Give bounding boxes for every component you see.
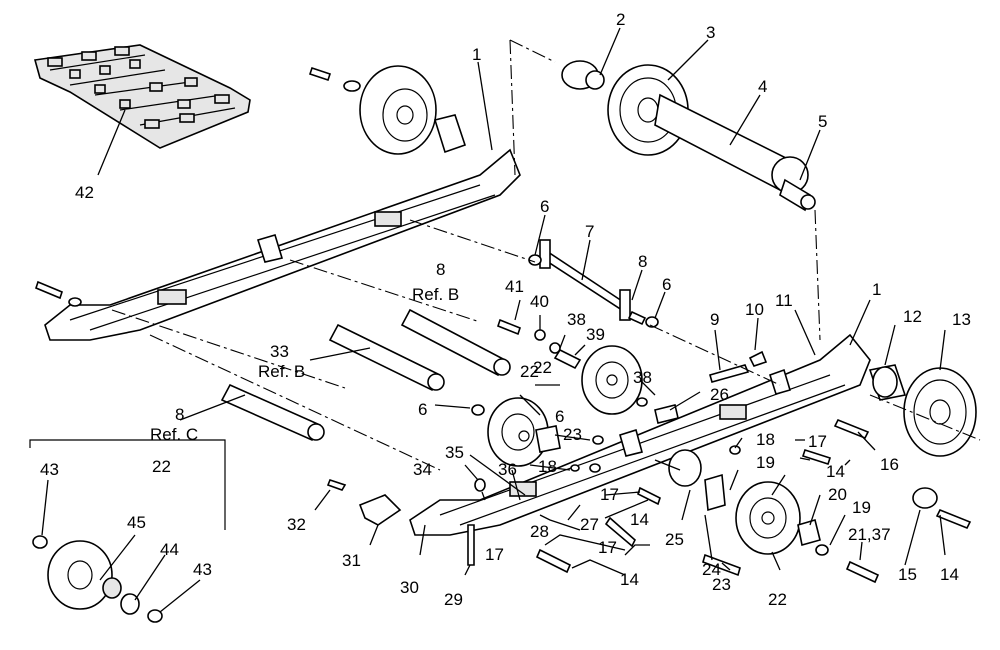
- callout-22-c: 22: [768, 590, 787, 609]
- assembly-lines: [111, 39, 981, 471]
- callout-20: 20: [828, 485, 847, 504]
- callout-5: 5: [818, 112, 827, 131]
- callout-42: 42: [75, 183, 94, 202]
- callout-23-b: 23: [712, 575, 731, 594]
- callout-31: 31: [342, 551, 361, 570]
- callout-22-d: 22: [152, 457, 171, 476]
- callout-43-b: 43: [193, 560, 212, 579]
- idler-wheels-mid: [471, 345, 643, 473]
- callout-26: 26: [710, 385, 729, 404]
- callout-13: 13: [952, 310, 971, 329]
- callout-8-c: 8: [175, 405, 184, 424]
- callout-44: 44: [160, 540, 179, 559]
- callout-19-b: 19: [852, 498, 871, 517]
- callout-45: 45: [127, 513, 146, 532]
- callout-25: 25: [665, 530, 684, 549]
- wheel-exploded-inset: [29, 439, 226, 623]
- callout-18-a: 18: [756, 430, 775, 449]
- callout-6-d: 6: [555, 407, 564, 426]
- callout-6-b: 6: [662, 275, 671, 294]
- callout-34: 34: [413, 460, 432, 479]
- callout-14-b: 14: [630, 510, 649, 529]
- callout-24: 24: [702, 560, 721, 579]
- callout-40: 40: [530, 292, 549, 311]
- cross-shafts: [220, 308, 511, 442]
- callout-43-a: 43: [40, 460, 59, 479]
- callout-36: 36: [498, 460, 517, 479]
- ref-label-b-upper: Ref. B: [412, 285, 459, 304]
- lower-right-wheel: [535, 448, 880, 584]
- callout-17-c: 17: [598, 538, 617, 557]
- callout-8-b: 8: [436, 260, 445, 279]
- torque-arm: [528, 239, 659, 328]
- callout-38-b: 38: [633, 368, 652, 387]
- callout-19-a: 19: [756, 453, 775, 472]
- callout-9: 9: [710, 310, 719, 329]
- callout-18-b: 18: [538, 457, 557, 476]
- callout-29: 29: [444, 590, 463, 609]
- rear-right-wheel: [833, 364, 977, 530]
- left-slide-rail: [35, 148, 521, 341]
- callout-17-a: 17: [808, 432, 827, 451]
- callout-6-a: 6: [540, 197, 549, 216]
- callout-23-a: 23: [563, 425, 582, 444]
- callout-32: 32: [287, 515, 306, 534]
- right-slide-rail: [409, 333, 871, 536]
- callout-14-a: 14: [826, 462, 845, 481]
- callout-41: 41: [505, 277, 524, 296]
- callout-33: 33: [270, 342, 289, 361]
- callout-17-b: 17: [600, 485, 619, 504]
- leader-lines: [41, 27, 946, 613]
- callout-38-a: 38: [567, 310, 586, 329]
- callout-12: 12: [903, 307, 922, 326]
- track-section: [33, 44, 251, 149]
- callout-labels: 1 1 2 3 4 5 6 6 6 6 7 8 8 8 9 10 11 12 1…: [40, 10, 971, 609]
- callout-16: 16: [880, 455, 899, 474]
- ref-label-c: Ref. C: [150, 425, 198, 444]
- callout-22-a: 22: [533, 358, 552, 377]
- callout-15: 15: [898, 565, 917, 584]
- ref-label-b-lower: Ref. B: [258, 362, 305, 381]
- callout-4: 4: [758, 77, 767, 96]
- callout-27: 27: [580, 515, 599, 534]
- callout-28: 28: [530, 522, 549, 541]
- callout-14-c: 14: [620, 570, 639, 589]
- callout-17-d: 17: [485, 545, 504, 564]
- lower-left-hardware: [326, 478, 486, 566]
- callout-10: 10: [745, 300, 764, 319]
- hardware-center: [497, 318, 768, 472]
- callout-1-right-rail: 1: [872, 280, 881, 299]
- callout-22-b: 22: [520, 362, 539, 381]
- rear-axle-assembly: [561, 60, 816, 212]
- callout-1-left-rail: 1: [472, 45, 481, 64]
- callout-21-37: 21,37: [848, 525, 891, 544]
- callout-6-c: 6: [418, 400, 427, 419]
- callout-35: 35: [445, 443, 464, 462]
- callout-39: 39: [586, 325, 605, 344]
- upper-left-wheel: [308, 65, 467, 155]
- callout-30: 30: [400, 578, 419, 597]
- callout-14-d: 14: [940, 565, 959, 584]
- callout-2: 2: [616, 10, 625, 29]
- callout-3: 3: [706, 23, 715, 42]
- callout-7: 7: [585, 222, 594, 241]
- callout-8-a: 8: [638, 252, 647, 271]
- callout-11: 11: [775, 291, 793, 310]
